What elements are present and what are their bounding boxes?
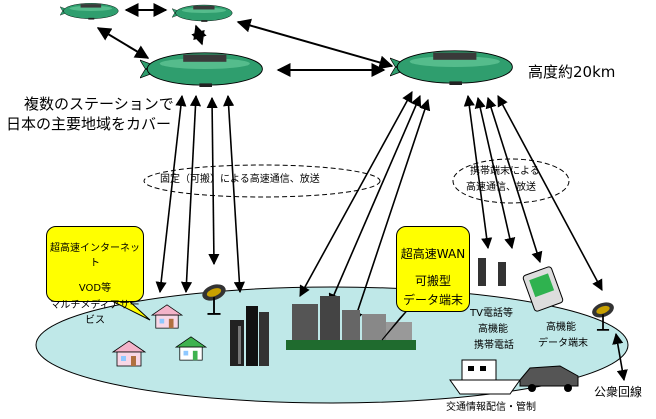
phone-icon [478,258,506,286]
tv-phone-line1: TV電話等 [470,308,513,319]
wan-line3: データ端末 [402,293,463,307]
public-line-label: 公衆回線 [594,385,643,399]
handheld-terminal-icon [522,266,564,312]
ship-icon [449,359,521,395]
public-line-arrow [612,332,628,382]
city-buildings [230,296,416,366]
traffic-label: 交通情報配信・管制 [446,402,536,413]
downlink-arrows [155,91,603,324]
altitude-label: 高度約20km [528,63,616,81]
coverage-line2: 日本の主要地域をカバー [6,115,172,133]
airship-icon [172,4,233,23]
wan-callout: 超高速WAN 可搬型 データ端末 [396,226,470,312]
internet-line3: マルチメディアサービス [50,300,140,326]
car-icon [519,365,579,392]
internet-line2: VOD等 [78,283,112,294]
airship-icon [390,50,513,86]
coverage-line1: 複数のステーションで [24,95,174,113]
internet-callout: 超高速インターネット VOD等 マルチメディアサービス [46,226,144,326]
airship-icon [140,52,263,88]
wan-line2: 可搬型 [414,274,451,288]
fixed-comm-label: 固定（可搬）による高速通信、放送 [160,174,320,185]
tv-phone-line2: 高機能 [478,324,508,335]
mobile-comm-line2: 高速通信、放送 [466,182,536,193]
tv-phone-line3: 携帯電話 [474,340,514,351]
internet-line1: 超高速インターネット [50,243,140,269]
data-terminal-line1: 高機能 [546,322,576,333]
mobile-comm-line1: 携帯端末による [470,166,540,177]
wan-line1: 超高速WAN [400,247,466,261]
airship-icon [60,3,119,20]
inter-station-links [96,3,394,77]
data-terminal-line2: データ端末 [538,338,588,349]
